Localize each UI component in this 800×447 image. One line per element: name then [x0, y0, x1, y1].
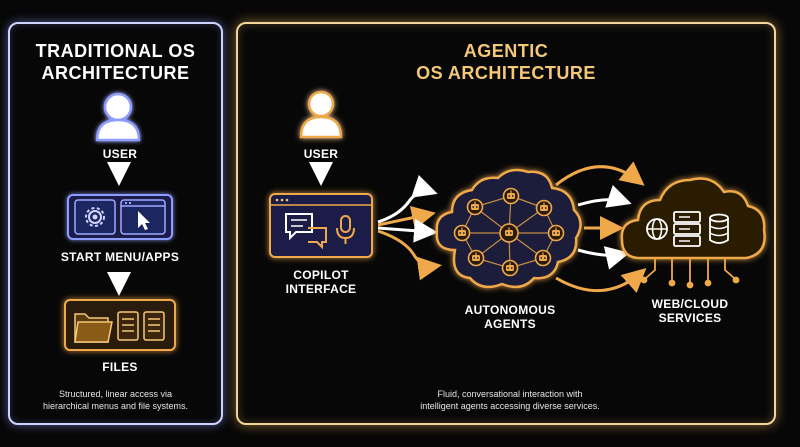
copilot-label-line2: INTERFACE: [285, 282, 357, 296]
traditional-user-label: USER: [102, 147, 138, 161]
autonomous-agents-label: AUTONOMOUS AGENTS: [440, 303, 580, 331]
web-cloud-services-label: WEB/CLOUD SERVICES: [635, 297, 745, 325]
agent-robot-icon: [501, 259, 519, 277]
agentic-os-panel: [236, 22, 776, 425]
agentic-title-line2: OS ARCHITECTURE: [416, 63, 596, 83]
agentic-caption-line2: intelligent agents accessing diverse ser…: [420, 401, 600, 411]
files-label: FILES: [102, 360, 138, 374]
agentic-caption-line1: Fluid, conversational interaction with: [437, 389, 583, 399]
agentic-user-label: USER: [303, 147, 339, 161]
traditional-caption-line1: Structured, linear access via: [58, 389, 173, 399]
agent-robot-icon: [466, 198, 484, 216]
traditional-user-icon: [95, 92, 141, 142]
copilot-to-agents-arrows: [377, 174, 442, 281]
agentic-caption: Fluid, conversational interaction with i…: [360, 388, 660, 412]
services-label-line2: SERVICES: [658, 311, 722, 325]
agentic-user-icon: [299, 90, 343, 139]
agents-label-line2: AGENTS: [484, 317, 536, 331]
agents-label-line1: AUTONOMOUS: [464, 303, 556, 317]
traditional-title-line2: ARCHITECTURE: [41, 63, 190, 83]
circuit-connectors: [640, 258, 740, 289]
window-cursor-icon: [121, 202, 165, 230]
agent-robot-icons: [453, 187, 565, 277]
copilot-interface-label: COPILOT INTERFACE: [261, 268, 381, 296]
agent-robot-icon: [535, 199, 553, 217]
traditional-caption-line2: hierarchical menus and file systems.: [42, 401, 189, 411]
gear-icon: [85, 207, 105, 227]
agentic-title-line1: AGENTIC: [463, 41, 549, 61]
services-label-line1: WEB/CLOUD: [651, 297, 729, 311]
traditional-caption: Structured, linear access via hierarchic…: [12, 388, 219, 412]
traditional-os-panel: [8, 22, 223, 425]
agents-to-services-arrows: [555, 161, 647, 293]
traditional-title-line1: TRADITIONAL OS: [35, 41, 196, 61]
copilot-label-line1: COPILOT: [293, 268, 349, 282]
traditional-title: TRADITIONAL OS ARCHITECTURE: [10, 40, 221, 84]
agent-robot-icon: [502, 187, 520, 205]
agent-robot-icon: [453, 224, 471, 242]
agent-robot-icon: [547, 224, 565, 242]
agent-robot-icon: [467, 249, 485, 267]
microphone-icon: [336, 215, 355, 244]
files-icon: [64, 299, 176, 351]
agent-robot-icon: [534, 249, 552, 267]
agentic-title: AGENTIC OS ARCHITECTURE: [240, 40, 772, 84]
database-icon: [709, 213, 729, 244]
agent-robot-icon: [499, 223, 519, 243]
chat-bubbles-icon: [285, 213, 327, 250]
start-menu-apps-icon: [67, 194, 173, 240]
server-icon: [673, 211, 701, 247]
globe-icon: [646, 218, 668, 240]
start-menu-apps-label: START MENU/APPS: [60, 250, 180, 264]
